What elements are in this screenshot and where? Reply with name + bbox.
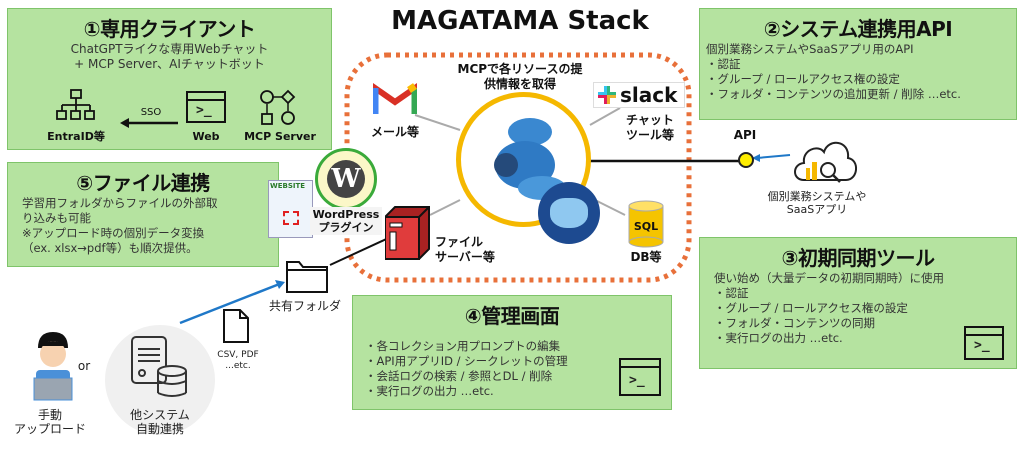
wordpress-logo-icon: W — [327, 160, 365, 198]
workflow-icon — [260, 89, 296, 125]
sql-database-icon: SQL — [628, 200, 664, 248]
box2-line: ・認証 — [706, 57, 741, 71]
wordpress-plugin-label: WordPress プラグイン — [310, 207, 382, 235]
file-types-line: ...etc. — [225, 361, 251, 371]
document-icon — [223, 309, 249, 343]
box3-title: ③初期同期ツール — [781, 246, 935, 270]
mail-connector — [414, 114, 461, 131]
slack-wordmark: slack — [620, 83, 678, 107]
box5-line: ※アップロード時の個別データ変換 — [22, 226, 205, 240]
box3-line: ・実行ログの出力 …etc. — [714, 331, 843, 345]
sync-terminal-icon: >_ — [964, 326, 1004, 360]
gmail-icon — [373, 82, 417, 114]
file-types-label: CSV, PDF ...etc. — [210, 350, 266, 372]
wordpress-label-line: プラグイン — [318, 221, 374, 234]
mascot-icon — [494, 118, 566, 200]
saas-label-line: SaaSアプリ — [786, 203, 848, 216]
wordpress-label-line: WordPress — [312, 208, 380, 221]
file-server-label-line: サーバー等 — [435, 250, 495, 264]
box3-line: 使い始め（大量データの初期同期時）に使用 — [714, 271, 944, 285]
box4-line: ・API用アプリID / シークレットの管理 — [365, 354, 568, 368]
box-initial-sync: ③初期同期ツール 使い始め（大量データの初期同期時）に使用 ・認証 ・グループ … — [699, 237, 1017, 369]
box2-line: ・フォルダ・コンテンツの追加更新 / 削除 …etc. — [706, 87, 961, 101]
page-title: MAGATAMA Stack — [391, 6, 649, 36]
db-connector — [594, 199, 626, 216]
admin-terminal-icon: >_ — [619, 358, 661, 396]
ai-brain-icon — [538, 182, 600, 244]
api-label: API — [733, 128, 757, 142]
wordpress-badge: W — [315, 148, 377, 210]
box2-line: 個別業務システムやSaaSアプリ用のAPI — [706, 42, 914, 56]
saas-label: 個別業務システムや SaaSアプリ — [752, 190, 882, 216]
sso-arrow-icon — [120, 118, 178, 128]
box1-title: ①専用クライアント — [83, 17, 256, 41]
db-label: DB等 — [630, 250, 662, 264]
auto-sync-line: 他システム — [130, 408, 190, 422]
shared-folder-label: 共有フォルダ — [268, 299, 341, 313]
box2-title: ②システム連携用API — [763, 17, 953, 41]
slack-hash-icon — [598, 86, 616, 104]
website-thumbnail: WEBSITE — [268, 180, 313, 238]
box-admin-console: ④管理画面 ・各コレクション用プロンプトの編集 ・API用アプリID / シーク… — [352, 295, 672, 410]
mcp-caption: MCPで各リソースの提 供情報を取得 — [440, 62, 600, 92]
sql-text: SQL — [634, 220, 658, 233]
person-laptop-icon — [33, 332, 73, 401]
web-label: Web — [192, 130, 220, 143]
box1-line: + MCP Server、AIチャットボット — [74, 57, 265, 71]
box3-line: ・フォルダ・コンテンツの同期 — [714, 316, 875, 330]
mcp-caption-line: MCPで各リソースの提 — [457, 62, 583, 76]
file-server-label-line: ファイル — [435, 235, 484, 249]
cloud-analytics-icon — [794, 142, 857, 183]
chat-label-line: ツール等 — [625, 128, 674, 142]
box4-title: ④管理画面 — [464, 304, 560, 328]
box4-line: ・各コレクション用プロンプトの編集 — [365, 339, 561, 353]
auto-sync-label: 他システム 自動連携 — [115, 408, 205, 436]
box-dedicated-client: ①専用クライアント ChatGPTライクな専用Webチャット + MCP Ser… — [7, 8, 332, 150]
box1-line: ChatGPTライクな専用Webチャット — [70, 42, 269, 56]
website-label: WEBSITE — [270, 182, 306, 190]
mail-label: メール等 — [370, 125, 419, 139]
server-database-icon — [131, 336, 187, 397]
mcp-caption-line: 供情報を取得 — [483, 77, 556, 91]
box5-line: り込みも可能 — [22, 211, 91, 225]
box5-title: ⑤ファイル連携 — [76, 171, 210, 195]
box3-line: ・グループ / ロールアクセス権の設定 — [714, 301, 908, 315]
sso-label: SSO — [140, 107, 162, 118]
box-file-integration: ⑤ファイル連携 学習用フォルダからファイルの外部取 り込みも可能 ※アップロード… — [7, 162, 279, 267]
chat-connector — [589, 107, 621, 126]
slack-logo: slack — [593, 82, 685, 108]
box-system-api: ②システム連携用API 個別業務システムやSaaSアプリ用のAPI ・認証 ・グ… — [699, 8, 1017, 120]
box4-line: ・会話ログの検索 / 参照とDL / 削除 — [365, 369, 553, 383]
file-types-line: CSV, PDF — [217, 350, 259, 360]
or-label: or — [77, 359, 91, 373]
auto-sync-circle — [105, 325, 215, 435]
saas-label-line: 個別業務システムや — [767, 190, 867, 203]
shared-folder-icon — [286, 261, 328, 293]
box4-line: ・実行ログの出力 …etc. — [365, 384, 494, 398]
org-chart-icon — [56, 89, 95, 120]
saas-arrow — [756, 154, 791, 159]
file-server-icon — [385, 206, 430, 260]
box5-line: （ex. xlsx→pdf等）も順次提供。 — [22, 241, 198, 255]
file-server-label: ファイル サーバー等 — [435, 235, 505, 265]
manual-upload-line: 手動 — [37, 408, 62, 422]
api-endpoint-icon — [738, 152, 754, 168]
fileserver-connector — [429, 199, 461, 216]
entra-label: EntraID等 — [47, 130, 105, 143]
manual-upload-label: 手動 アップロード — [5, 408, 95, 436]
manual-upload-line: アップロード — [13, 422, 86, 436]
box5-line: 学習用フォルダからファイルの外部取 — [22, 196, 218, 210]
mcp-server-label: MCP Server — [244, 130, 316, 143]
box3-line: ・認証 — [714, 286, 749, 300]
upload-arrow — [179, 281, 283, 325]
web-terminal-icon: >_ — [186, 91, 226, 123]
box2-line: ・グループ / ロールアクセス権の設定 — [706, 72, 900, 86]
chat-label: チャット ツール等 — [620, 113, 680, 143]
chat-label-line: チャット — [626, 113, 674, 127]
auto-sync-line: 自動連携 — [135, 422, 184, 436]
